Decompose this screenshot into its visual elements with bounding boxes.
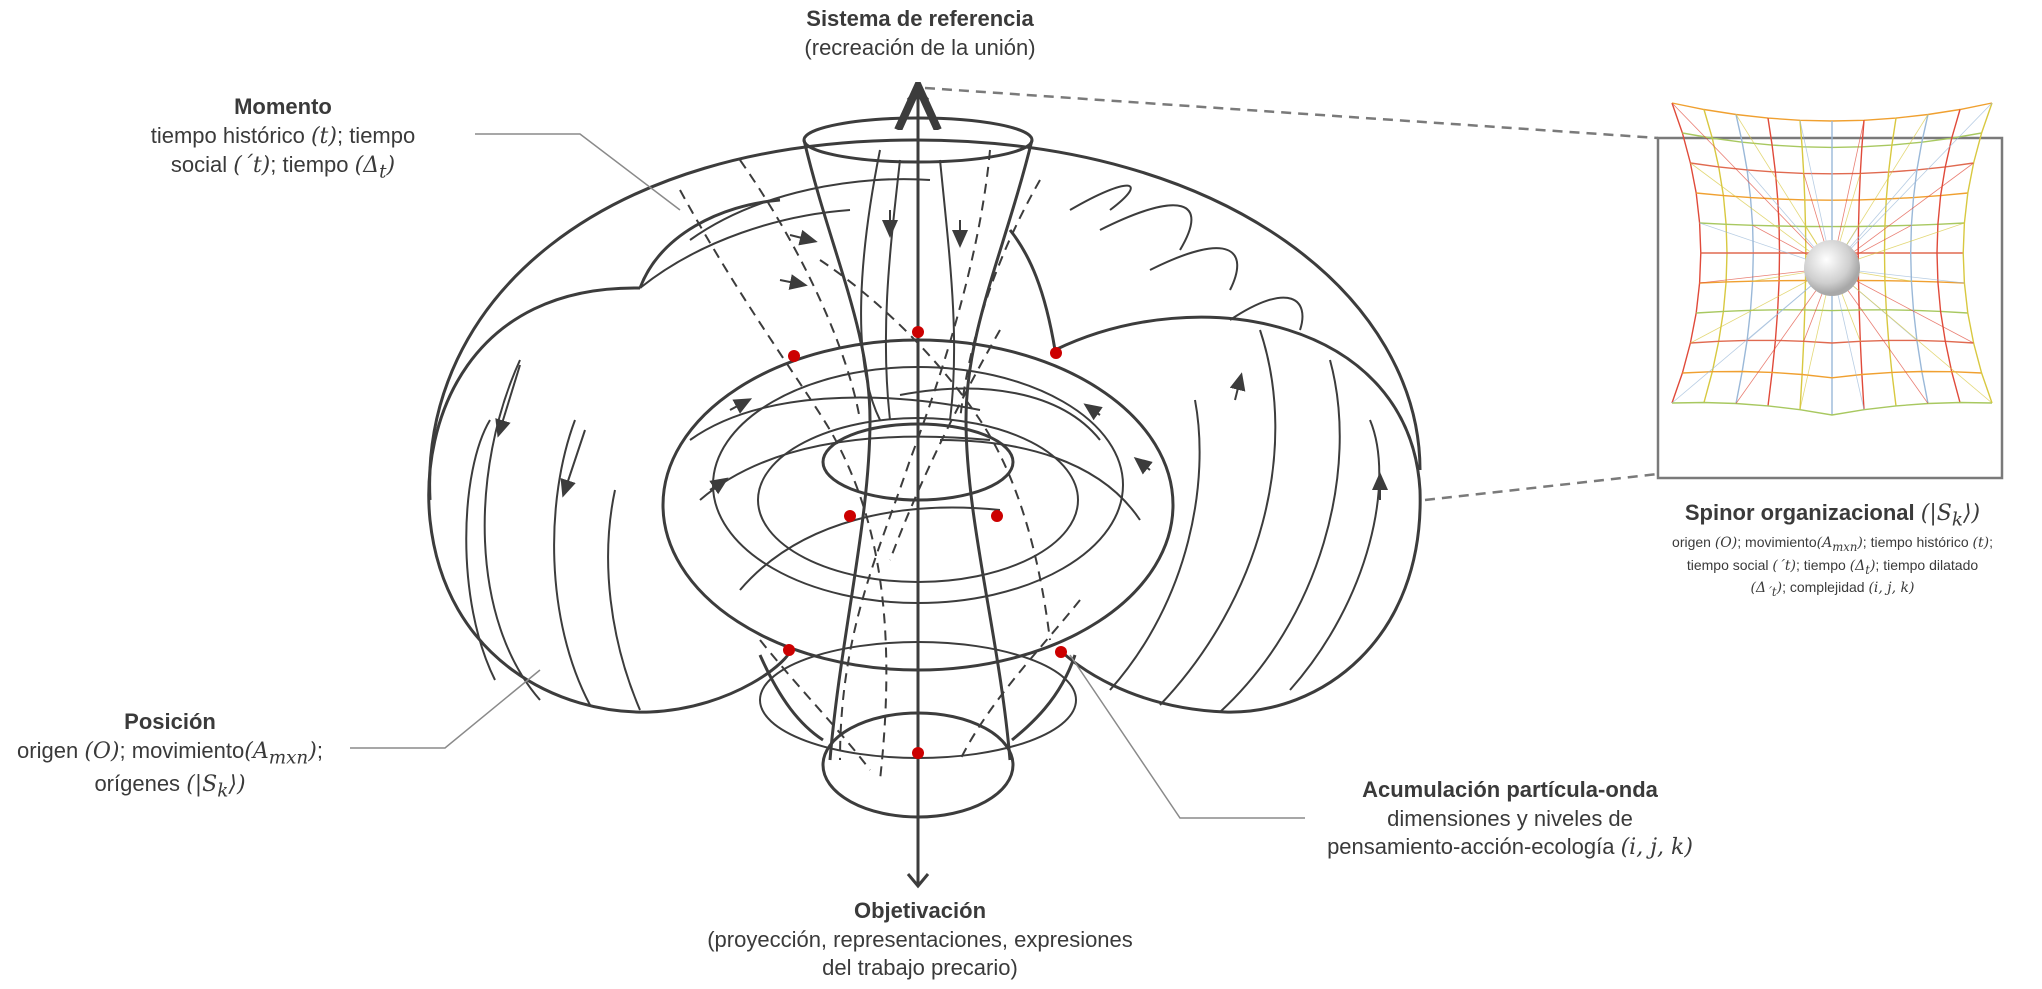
node-right-lower (1055, 646, 1067, 658)
label-text: (recreación de la unión) (804, 34, 1036, 60)
label-title: Posición (124, 709, 216, 734)
spinor-grid-line (1909, 114, 1929, 404)
node-top (912, 326, 924, 338)
spinor-radial-line (1831, 114, 1929, 269)
leader-lines (350, 133, 1305, 819)
node-inner-left (844, 510, 856, 522)
node-left-lower (783, 644, 795, 656)
spinor-grid-line (1962, 102, 1993, 404)
spinor-grid-line (1682, 370, 1982, 379)
spinor-sphere (1804, 240, 1860, 296)
dashed-flow (679, 149, 1081, 781)
label-spinor: Spinor organizacional (|Sk⟩) origen (O);… (1672, 500, 1993, 600)
spinor-radial-line (1671, 102, 1833, 269)
spinor-radial-line (1690, 162, 1833, 269)
label-momento: Momento tiempo histórico (t); tiempo soc… (118, 93, 448, 184)
spinor-grid-line (1690, 339, 1974, 344)
label-title: Spinor organizacional (1684, 500, 1915, 525)
zoom-leaders (924, 86, 1659, 502)
spinor-grid-line (1671, 102, 1993, 122)
node-left-upper (788, 350, 800, 362)
spinor-inset-frame (1656, 136, 2004, 480)
node-inner-right (991, 510, 1003, 522)
label-title: Objetivación (853, 898, 987, 923)
label-title: Sistema de referencia (806, 6, 1034, 31)
node-right-upper (1050, 347, 1062, 359)
spinor-grid-line (1857, 120, 1865, 410)
spinor-grid-line (1883, 117, 1897, 406)
label-title: Acumulación partícula-onda (1362, 777, 1658, 802)
label-title: Momento (234, 94, 332, 119)
node-bottom (912, 747, 924, 759)
label-sistema-referencia: Sistema de referencia (recreación de la … (745, 5, 1095, 62)
spinor-radial-line (1831, 102, 1993, 269)
spinor-grid-line (1936, 109, 1961, 403)
spinor-radial-line (1831, 162, 1974, 269)
spinor-grid-line (1696, 309, 1968, 314)
label-acumulacion: Acumulación partícula-onda dimensiones y… (1300, 776, 1720, 863)
red-nodes (783, 326, 1067, 759)
spinor-radial-line (1831, 267, 1993, 404)
flow-lines (465, 149, 1388, 713)
label-objetivacion: Objetivación (proyección, representacion… (640, 897, 1200, 983)
torus-outline (427, 138, 1422, 714)
label-posicion: Posición origen (O); movimiento(Amxn); o… (0, 708, 340, 803)
spinor-grid-line (1671, 401, 1993, 416)
